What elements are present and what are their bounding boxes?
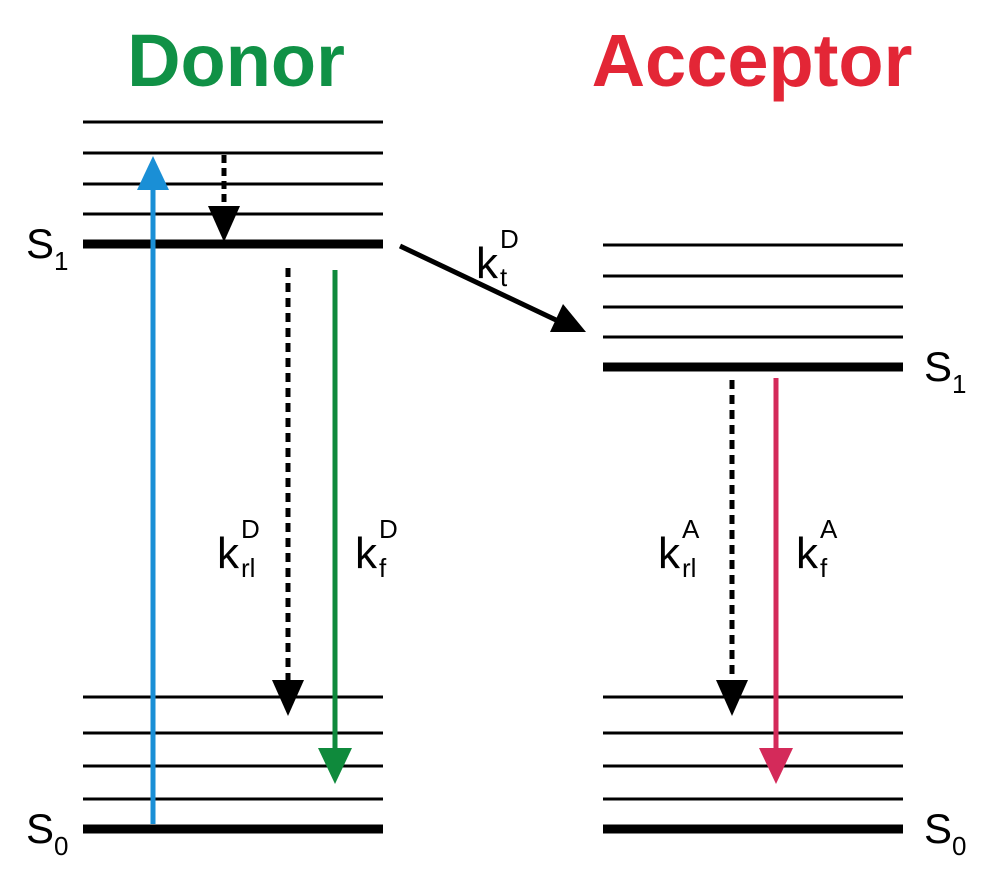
donor-vibrational-relaxation-arrow	[208, 155, 240, 242]
acceptor-fluorescence-rate-label: k A f	[796, 514, 838, 583]
svg-text:k: k	[217, 529, 240, 578]
acceptor-nonradiative-arrow	[716, 380, 748, 716]
acceptor-s1-label: S1	[924, 343, 966, 399]
svg-text:D: D	[500, 224, 519, 254]
donor-s1-label: S1	[26, 220, 68, 276]
donor-s0-levels	[83, 695, 383, 834]
donor-fluorescence-rate-label: k D f	[355, 514, 398, 583]
donor-title: Donor	[127, 19, 345, 102]
excitation-arrow	[137, 156, 169, 824]
svg-text:f: f	[820, 553, 828, 583]
donor-nonradiative-arrow	[272, 268, 304, 716]
svg-text:f: f	[379, 553, 387, 583]
acceptor-title: Acceptor	[592, 19, 913, 102]
acceptor-s1-levels	[603, 243, 903, 372]
donor-fluorescence-arrow	[318, 270, 352, 784]
acceptor-fluorescence-arrow	[759, 378, 793, 784]
donor-s1-levels	[83, 120, 383, 249]
svg-text:D: D	[241, 514, 260, 544]
svg-text:rl: rl	[241, 553, 255, 583]
donor-s0-label: S0	[26, 805, 68, 861]
svg-text:rl: rl	[682, 553, 696, 583]
svg-text:A: A	[682, 514, 700, 544]
donor-nonradiative-rate-label: k D rl	[217, 514, 260, 583]
svg-text:k: k	[355, 529, 378, 578]
svg-text:A: A	[820, 514, 838, 544]
svg-text:k: k	[476, 239, 499, 288]
svg-text:D: D	[379, 514, 398, 544]
acceptor-s0-levels	[603, 695, 903, 834]
svg-text:k: k	[658, 529, 681, 578]
svg-text:k: k	[796, 529, 819, 578]
acceptor-s0-label: S0	[924, 805, 966, 861]
svg-text:t: t	[500, 262, 508, 292]
acceptor-nonradiative-rate-label: k A rl	[658, 514, 700, 583]
transfer-rate-label: k D t	[476, 224, 519, 292]
energy-transfer-arrow	[398, 243, 586, 332]
